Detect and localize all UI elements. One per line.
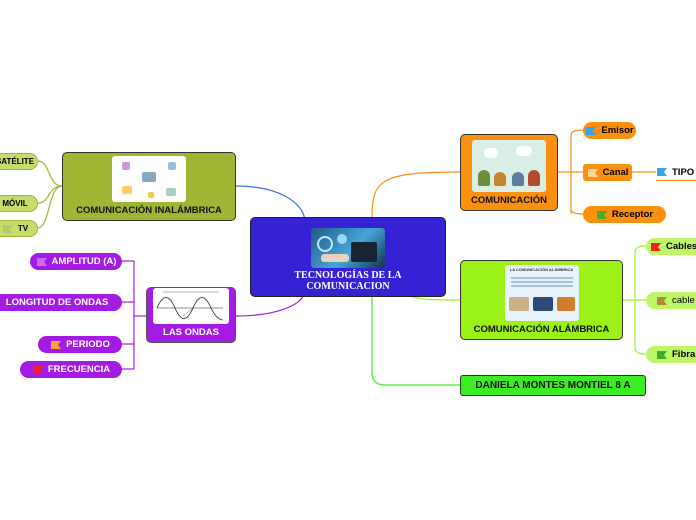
cables-node[interactable]: Cables (646, 238, 696, 255)
cable-node[interactable]: cable (646, 292, 696, 309)
root-node[interactable]: TECNOLOGÍAS DE LA COMUNICACION (250, 217, 446, 297)
flag-icon (656, 167, 668, 177)
inalambrica-node[interactable]: COMUNICACIÓN INALÁMBRICA (62, 152, 236, 221)
fibra-label: Fibra (672, 349, 696, 360)
fibra-node[interactable]: Fibra (646, 346, 696, 363)
cables-label: Cables (666, 241, 696, 252)
inalambrica-title: COMUNICACIÓN INALÁMBRICA (76, 205, 222, 216)
satelite-label: SATÉLITE (0, 157, 35, 166)
comunicacion-title: COMUNICACIÓN (471, 195, 547, 206)
flag-icon (656, 350, 668, 360)
flag-icon (587, 168, 599, 178)
tipo-label: TIPO (672, 166, 695, 178)
alambrica-node[interactable]: LA COMUNICACIÓN ALÁMBRICA COMUNICACIÓN A… (460, 260, 623, 340)
ondas-node[interactable]: LAS ONDAS (146, 287, 236, 343)
emisor-node[interactable]: Emisor (583, 122, 636, 139)
alambrica-title: COMUNICACIÓN ALÁMBRICA (473, 324, 610, 335)
autor-title: DANIELA MONTES MONTIEL 8 A (475, 380, 631, 391)
flag-icon (2, 224, 14, 234)
cable-label: cable (672, 295, 695, 306)
receptor-label: Receptor (611, 209, 654, 220)
wireless-diagram-image (112, 156, 186, 202)
movil-label: MÓVIL (2, 199, 28, 208)
flag-icon (36, 257, 48, 267)
receptor-node[interactable]: Receptor (583, 206, 666, 223)
flag-icon (32, 365, 44, 375)
longitud-node[interactable]: LONGITUD DE ONDAS (0, 294, 122, 311)
comunicacion-node[interactable]: COMUNICACIÓN (460, 134, 558, 211)
autor-node[interactable]: DANIELA MONTES MONTIEL 8 A (460, 375, 646, 396)
communication-people-image (472, 140, 546, 192)
flag-icon (596, 210, 608, 220)
periodo-label: PERIODO (66, 339, 110, 350)
amplitud-label: AMPLITUD (A) (51, 256, 117, 267)
movil-node[interactable]: MÓVIL (0, 195, 38, 212)
canal-node[interactable]: Canal (583, 164, 632, 181)
emisor-label: Emisor (601, 125, 634, 136)
wired-thumbnail-title: LA COMUNICACIÓN ALÁMBRICA (509, 267, 574, 272)
root-title: TECNOLOGÍAS DE LA COMUNICACION (294, 270, 402, 292)
root-thumbnail-image (311, 228, 385, 268)
canal-label: Canal (602, 167, 629, 178)
waves-diagram-image (153, 288, 229, 324)
frecuencia-node[interactable]: FRECUENCIA (20, 361, 122, 378)
amplitud-node[interactable]: AMPLITUD (A) (30, 253, 122, 270)
flag-icon (585, 126, 597, 136)
flag-icon (650, 242, 662, 252)
satelite-node[interactable]: SATÉLITE (0, 153, 38, 170)
periodo-node[interactable]: PERIODO (38, 336, 122, 353)
flag-icon (656, 296, 668, 306)
wired-communication-image: LA COMUNICACIÓN ALÁMBRICA (504, 265, 579, 321)
longitud-label: LONGITUD DE ONDAS (5, 297, 109, 308)
tv-node[interactable]: TV (0, 220, 38, 237)
flag-icon (50, 340, 62, 350)
frecuencia-label: FRECUENCIA (47, 364, 111, 375)
tv-label: TV (17, 224, 29, 233)
tipo-node[interactable]: TIPO (656, 164, 696, 181)
ondas-title: LAS ONDAS (163, 327, 219, 338)
